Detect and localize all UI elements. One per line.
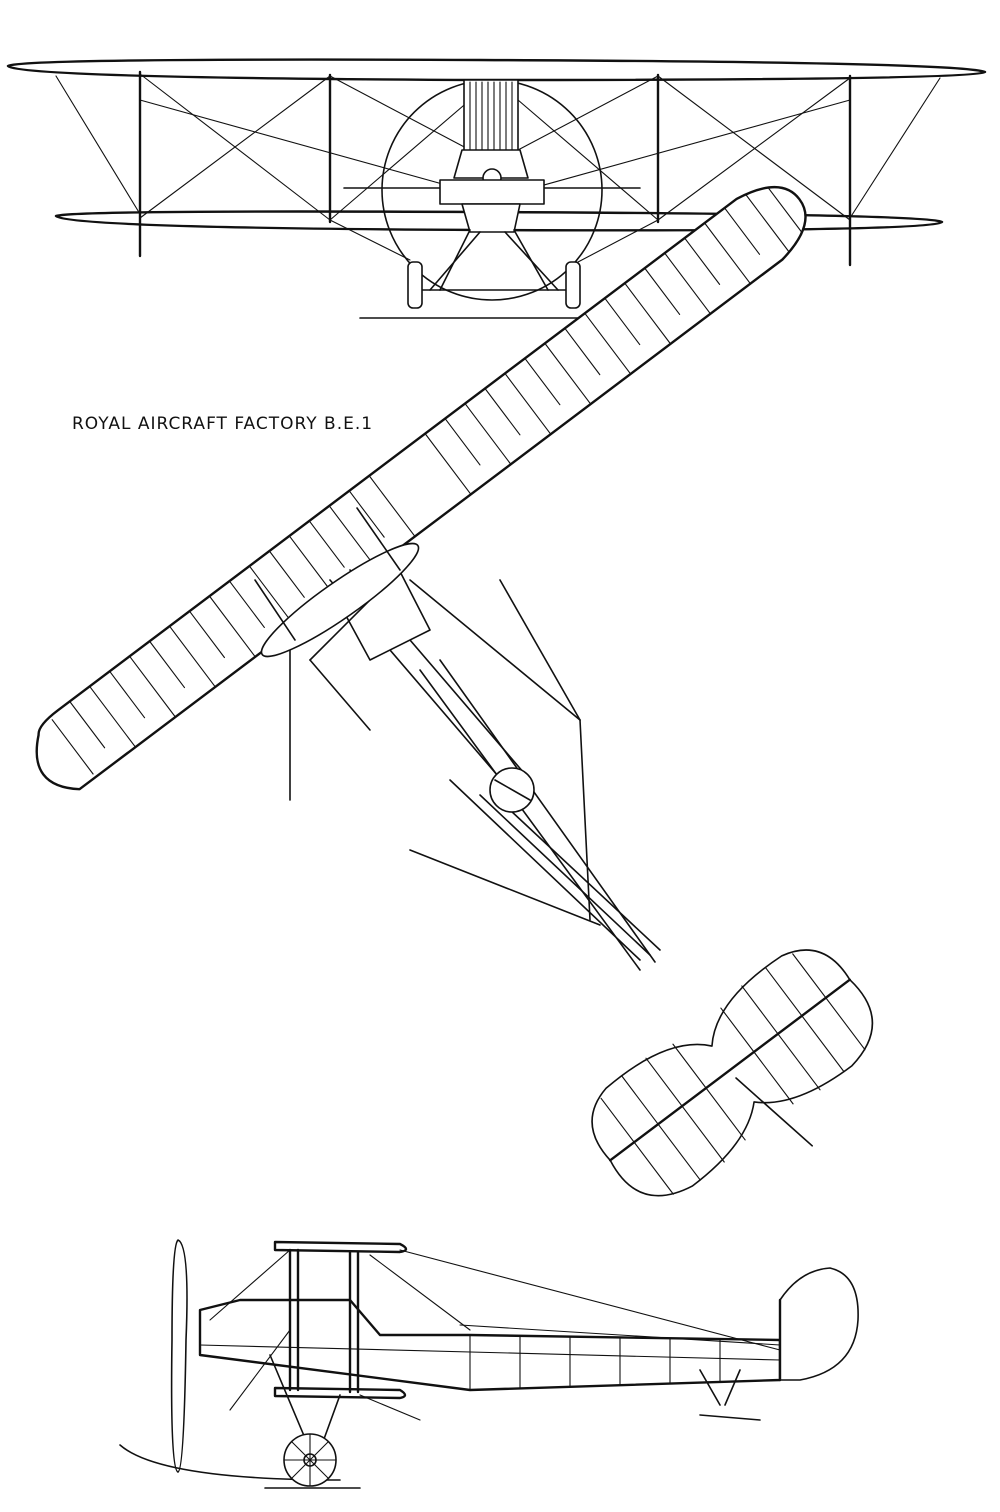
side-struts xyxy=(288,1248,360,1394)
landing-gear-side xyxy=(119,1354,361,1489)
fuselage-plan xyxy=(329,569,661,971)
side-wires xyxy=(209,1249,781,1421)
upper-wing xyxy=(6,58,987,82)
fuselage-bays xyxy=(199,1334,781,1391)
tailplane xyxy=(591,949,874,1197)
propeller-side xyxy=(170,1239,188,1473)
tail-skid xyxy=(699,1369,761,1421)
bracing-wires xyxy=(55,73,941,263)
rudder xyxy=(779,1267,859,1381)
drawing-title: ROYAL AIRCRAFT FACTORY B.E.1 xyxy=(72,414,374,434)
engine-front xyxy=(343,79,641,233)
lower-wing-side xyxy=(273,1386,407,1400)
main-wing xyxy=(35,186,807,791)
propeller-plan xyxy=(254,507,420,658)
fuselage-side xyxy=(198,1298,782,1392)
interplane-struts xyxy=(138,70,852,267)
upper-wing-side xyxy=(273,1240,408,1254)
